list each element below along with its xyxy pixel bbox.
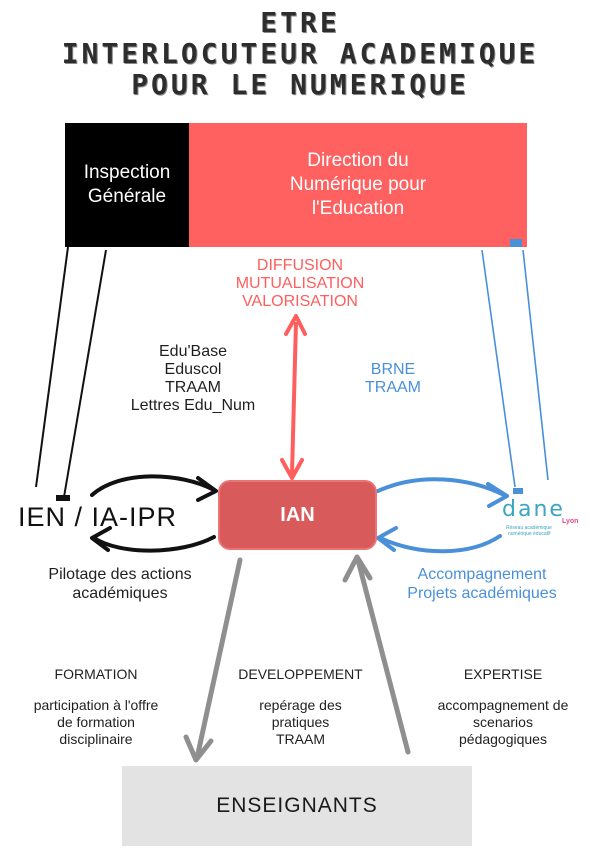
dne-line-right <box>522 249 549 481</box>
dane-logo-badge: Lyon <box>562 518 579 525</box>
enseignants-box: ENSEIGNANTS <box>122 766 472 846</box>
title-line-1: ETRE <box>260 6 340 39</box>
formation-line-1: participation à l'offre <box>33 697 159 713</box>
ien-ia-ipr-node: IEN / IA-IPR <box>18 502 178 532</box>
label-traam-blue: TRAAM <box>365 379 421 396</box>
label-diffusion: DIFFUSION <box>256 257 344 274</box>
dne-box: Direction du Numérique pour l'Education <box>189 123 527 247</box>
gray-arrowhead-up <box>342 554 373 583</box>
red-double-arrow <box>290 321 298 475</box>
title-line-3: POUR LE NUMERIQUE <box>131 68 469 101</box>
developpement-line-3: TRAAM <box>276 731 325 747</box>
black-arrow-bottom <box>92 535 216 553</box>
black-arrowhead-right <box>196 476 218 502</box>
expertise-line-1: accompagnement de <box>437 697 569 713</box>
black-arrowhead-left <box>90 526 112 552</box>
formation-line-3: disciplinaire <box>59 731 133 747</box>
red-arrowhead-up <box>284 314 307 336</box>
gray-arrow-down <box>194 557 243 761</box>
pilotage-line-2: académiques <box>72 585 168 602</box>
black-arrow-top <box>90 474 216 497</box>
ien-line-marker <box>56 495 70 501</box>
column-expertise: EXPERTISE accompagnement de scenarios pé… <box>410 666 596 748</box>
accompagnement-line-1: Accompagnement <box>417 566 547 583</box>
blue-arrowhead-right <box>486 482 509 508</box>
red-arrowhead-down <box>280 458 304 480</box>
label-edubase: Edu'Base <box>159 343 227 360</box>
column-heading-expertise: EXPERTISE <box>463 666 543 682</box>
gray-arrowhead-down <box>183 734 214 763</box>
label-lettres-edu-num: Lettres Edu_Num <box>130 397 256 414</box>
dne-label-1: Direction du <box>307 150 409 171</box>
developpement-line-2: pratiques <box>271 714 330 730</box>
column-heading-formation: FORMATION <box>54 666 138 682</box>
label-valorisation: VALORISATION <box>242 293 358 310</box>
ressources-label: Edu'Base Eduscol TRAAM Lettres Edu_Num <box>98 343 288 415</box>
label-eduscol: Eduscol <box>164 361 222 378</box>
blue-arrow-bottom <box>378 534 502 554</box>
red-arrow-label: DIFFUSION MUTUALISATION VALORISATION <box>200 257 400 311</box>
column-developpement: DEVELOPPEMENT repérage des pratiques TRA… <box>218 666 383 748</box>
blue-arrow-top <box>376 477 506 497</box>
inspection-generale-box: Inspection Générale <box>65 123 189 247</box>
inspection-line-right <box>63 249 107 498</box>
accompagnement-line-2: Projets académiques <box>407 585 557 602</box>
dne-blue-marker <box>510 239 522 247</box>
blue-arrowhead-left <box>376 526 398 552</box>
gray-arrow-up <box>355 557 411 755</box>
pilotage-line-1: Pilotage des actions <box>48 566 192 583</box>
column-heading-developpement: DEVELOPPEMENT <box>238 666 363 682</box>
label-brne: BRNE <box>370 361 416 378</box>
pilotage-caption: Pilotage des actions académiques <box>10 565 230 603</box>
blue-arrow-label: BRNE TRAAM <box>343 361 443 397</box>
developpement-line-1: repérage des <box>259 697 342 713</box>
dne-label-2: Numérique pour <box>289 174 427 195</box>
dane-line-marker <box>513 488 523 494</box>
inspection-label-2: Générale <box>87 186 167 207</box>
label-traam: TRAAM <box>165 379 221 396</box>
label-mutualisation: MUTUALISATION <box>235 275 365 292</box>
ian-node: IAN <box>220 482 375 548</box>
inspection-line-left <box>35 246 69 488</box>
inspection-label-1: Inspection <box>83 162 171 183</box>
dane-logo-sub-1: Réseau académique <box>506 525 552 531</box>
expertise-line-2: scenarios <box>473 714 533 730</box>
dane-logo-word: dane <box>502 497 565 522</box>
expertise-line-3: pédagogiques <box>459 731 547 747</box>
accompagnement-caption: Accompagnement Projets académiques <box>376 565 588 603</box>
title-line-2: INTERLOCUTEUR ACADEMIQUE <box>61 37 539 70</box>
dne-line-left <box>481 249 516 488</box>
dane-logo: dane Lyon Réseau académique numérique éd… <box>502 497 582 542</box>
formation-line-2: de formation <box>57 714 135 730</box>
dane-logo-sub-2: numérique éducatif <box>508 531 551 537</box>
dne-label-3: l'Education <box>311 198 405 219</box>
column-formation: FORMATION participation à l'offre de for… <box>6 666 186 748</box>
